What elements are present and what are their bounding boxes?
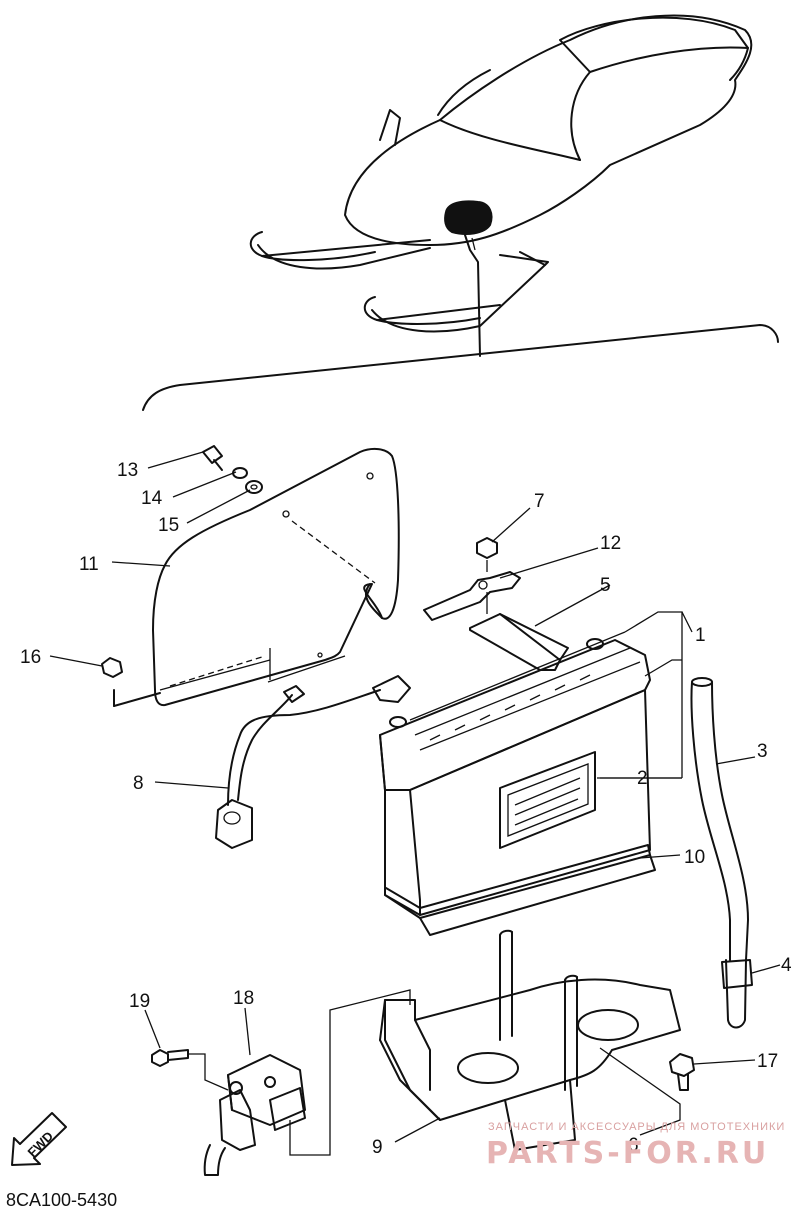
watermark: ЗАПЧАСТИ И АКСЕССУАРЫ ДЛЯ МОТОТЕХНИКИ PA… [486,1121,785,1171]
screw-washer-set [202,445,263,494]
forward-direction-arrow: FWD [11,1112,67,1166]
battery-side-cover [152,447,400,707]
battery-lead-8 [215,675,411,849]
battery-strap-12 [423,571,521,621]
detail-separator [142,324,779,411]
callout-bracket-1-2 [597,611,683,779]
callout-9: 9 [372,1137,383,1158]
leader-lines [49,451,781,1143]
callout-17: 17 [757,1051,778,1072]
callout-15: 15 [158,515,179,536]
callout-19: 19 [129,991,150,1012]
callout-3: 3 [757,741,768,762]
callout-5: 5 [600,575,611,596]
callout-11: 11 [79,554,99,575]
dash-lines [169,520,376,687]
callout-2: 2 [637,768,648,789]
watermark-site: PARTS-FOR.RU [486,1136,769,1171]
bolt-17 [669,1053,695,1091]
fwd-label: FWD [25,1128,57,1160]
battery [379,631,656,936]
rectifier-regulator-18 [203,989,411,1176]
bolt-19 [151,1049,229,1091]
callout-13: 13 [117,460,138,481]
callout-7: 7 [534,491,545,512]
callout-labels: 1 2 3 4 5 6 7 8 9 10 11 12 13 14 15 16 1… [20,460,792,1158]
drawing-code: 8CA100-5430 [6,1190,117,1210]
battery-box-9 [379,929,681,1151]
callout-8: 8 [133,773,144,794]
callout-4: 4 [781,955,792,976]
callout-18: 18 [233,988,254,1009]
vent-hose-3 [690,677,749,1029]
nut-16 [101,657,161,707]
callout-14: 14 [141,488,163,509]
callout-1: 1 [695,625,706,646]
callout-16: 16 [20,647,41,668]
callout-12: 12 [600,533,621,554]
watermark-tagline: ЗАПЧАСТИ И АКСЕССУАРЫ ДЛЯ МОТОТЕХНИКИ [488,1121,785,1133]
battery-holder-plate-5 [469,613,569,671]
nut-7 [476,537,498,572]
hose-clamp-4 [721,959,753,989]
callout-10: 10 [684,847,705,868]
callout-6: 6 [628,1135,639,1156]
snowmobile-overview [249,14,753,357]
